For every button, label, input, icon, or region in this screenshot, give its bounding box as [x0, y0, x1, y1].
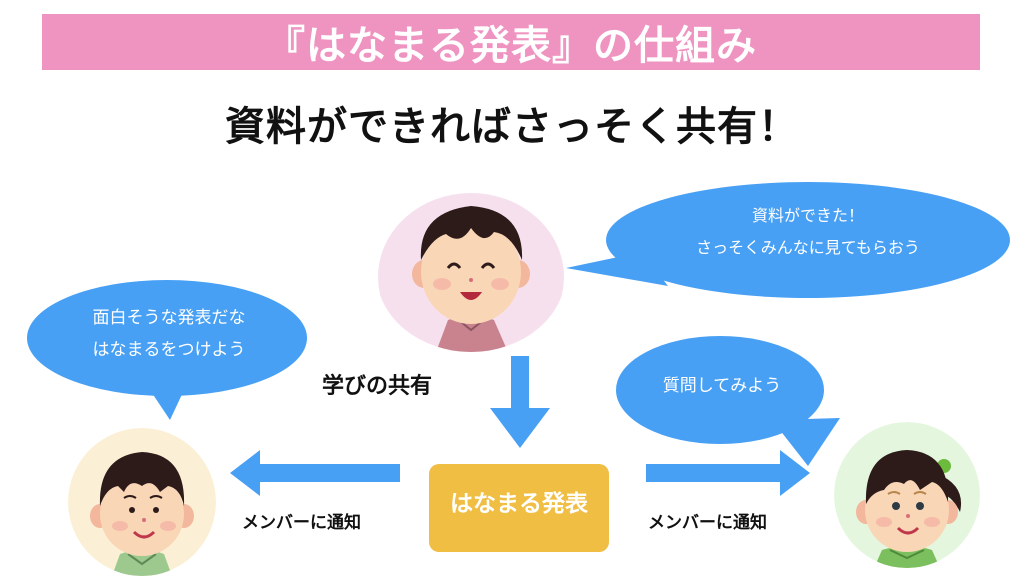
right-member-avatar	[834, 422, 980, 568]
subtitle: 資料ができればさっそく共有！	[225, 104, 799, 150]
right-arrow-label: メンバーに通知	[648, 513, 767, 533]
left-member-speech-line: はなまるをつけよう	[92, 340, 246, 360]
left-member-speech-line: 面白そうな発表だな	[92, 308, 246, 328]
down-arrow-label: 学びの共有	[322, 374, 433, 399]
left-arrow	[228, 448, 404, 498]
presenter-speech-line: さっそくみんなに見てもらおう	[696, 238, 920, 257]
down-arrow	[488, 356, 552, 450]
center-box-label: はなまる発表	[450, 491, 588, 517]
left-member-speech-bubble: 面白そうな発表だな はなまるをつけよう	[24, 280, 314, 420]
page-title: 『はなまる発表』の仕組み	[265, 23, 757, 69]
right-member-speech-bubble: 質問してみよう	[602, 336, 842, 476]
presenter-speech-line: 資料ができた！	[751, 206, 864, 225]
hanamaru-presentation-box: はなまる発表	[429, 464, 609, 552]
presenter-speech-bubble: 資料ができた！ さっそくみんなに見てもらおう	[558, 182, 1018, 304]
right-arrow	[646, 448, 812, 498]
presenter-avatar	[376, 192, 566, 352]
title-banner: 『はなまる発表』の仕組み	[42, 14, 980, 70]
left-member-avatar	[68, 428, 216, 576]
left-arrow-label: メンバーに通知	[242, 513, 361, 533]
right-member-speech-line: 質問してみよう	[662, 376, 782, 396]
